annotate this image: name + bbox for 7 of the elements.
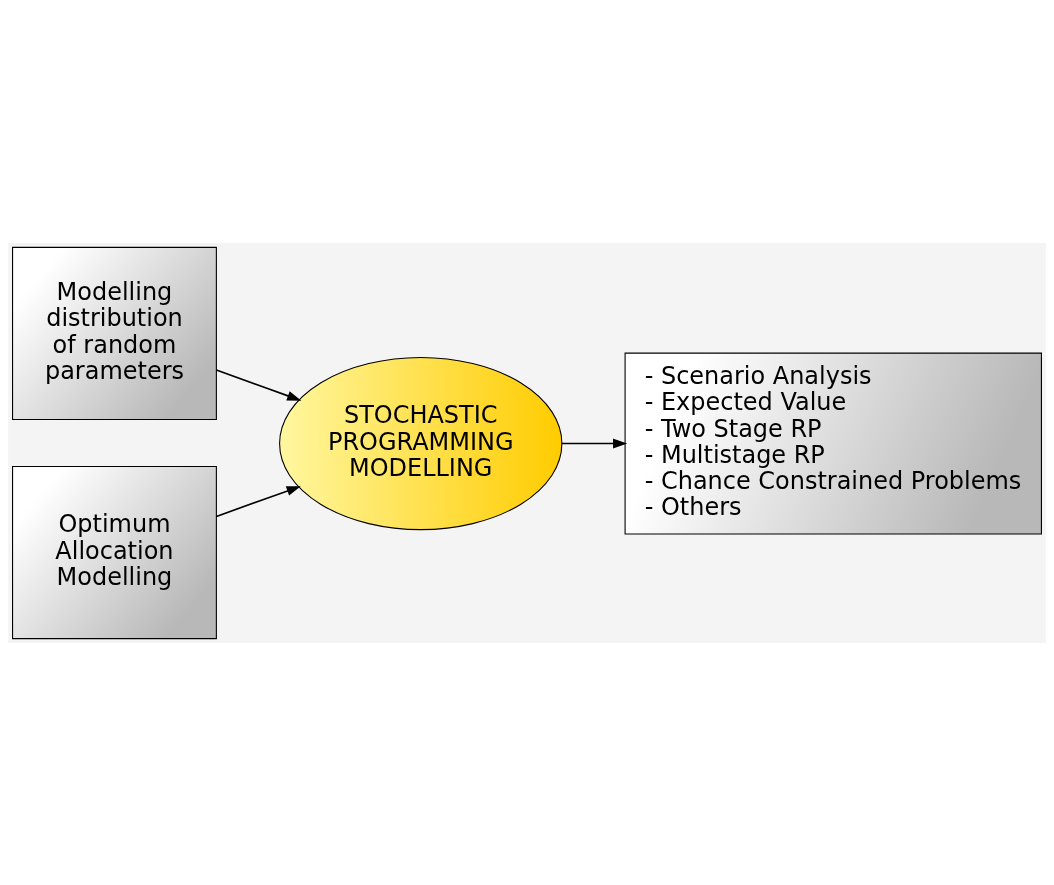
- node-ellipse: STOCHASTIC PROGRAMMING MODELLING: [279, 356, 563, 530]
- arrow: [561, 438, 628, 448]
- node-box: Optimum Allocation Modelling: [12, 465, 217, 639]
- node-box: - Scenario Analysis - Expected Value - Two Stage RP - Multistage RP - Chance Constrained Problems - Others: [624, 352, 1042, 535]
- node-box: Modelling distribution of random parameters: [12, 246, 217, 420]
- arrow: [215, 485, 301, 517]
- arrow: [215, 368, 302, 401]
